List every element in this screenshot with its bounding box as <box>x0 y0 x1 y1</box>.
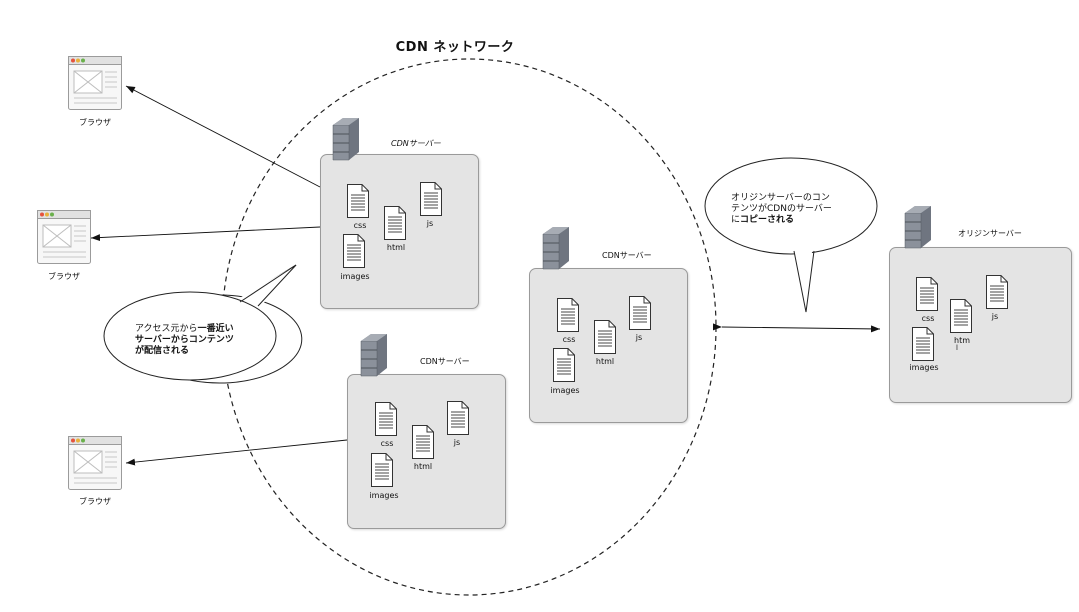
copy-arrow <box>712 323 881 333</box>
server-icon <box>903 205 933 249</box>
server-icon <box>331 117 361 161</box>
browser-window-icon-3 <box>68 436 122 490</box>
browser-label-1: ブラウザ <box>79 118 111 127</box>
bubble-left-line3: が配信される <box>135 346 190 356</box>
file-label-js: js <box>635 333 643 342</box>
file-js-icon <box>986 275 1008 309</box>
file-label-html-truncated: htm <box>954 336 970 345</box>
cdn-server-label-3: CDNサーバー <box>420 357 470 366</box>
bubble-left-line1-normal: アクセス元から <box>135 324 198 334</box>
bubble-left-line2: サーバーからコンテンツ <box>135 335 234 345</box>
delivery-arrow-middle <box>90 226 321 242</box>
file-label-js: js <box>426 219 434 228</box>
file-html-icon <box>950 299 972 333</box>
bubble-right-line1: オリジンサーバーのコン <box>731 193 830 203</box>
file-label-html: html <box>386 243 406 252</box>
file-label-js: js <box>453 438 461 447</box>
file-label-css: css <box>380 439 394 448</box>
file-images-icon <box>912 327 934 361</box>
bubble-right-line3-bold: コピーされる <box>740 215 795 225</box>
bubble-right-line3-normal: に <box>731 215 741 225</box>
file-js-icon <box>629 296 651 330</box>
browser-label-3: ブラウザ <box>79 497 111 506</box>
network-title: CDN ネットワーク <box>395 40 515 55</box>
file-images-icon <box>343 234 365 268</box>
bubble-right-text: オリジンサーバーのコン テンツがCDNのサーバー にコピーされる <box>731 193 832 226</box>
file-html-icon <box>412 425 434 459</box>
file-label-images: images <box>369 491 399 500</box>
bubble-left-line1-bold: 一番近い <box>197 324 234 334</box>
file-label-images: images <box>550 386 580 395</box>
file-html-icon <box>594 320 616 354</box>
file-css-icon <box>375 402 397 436</box>
file-css-icon <box>347 184 369 218</box>
bubble-right-line2: テンツがCDNのサーバー <box>731 204 832 214</box>
file-label-html: html <box>595 357 615 366</box>
file-label-images: images <box>340 272 370 281</box>
file-label-html-truncated-tail: l <box>956 344 958 352</box>
file-label-css: css <box>921 314 935 323</box>
file-js-icon <box>447 401 469 435</box>
browser-window-icon-1 <box>68 56 122 110</box>
cdn-server-label-2: CDNサーバー <box>602 251 652 260</box>
origin-server-box <box>889 247 1072 403</box>
delivery-arrow-bottom <box>125 439 348 466</box>
file-label-html: html <box>413 462 433 471</box>
bubble-left-text: アクセス元から一番近い サーバーからコンテンツ が配信される <box>135 324 234 357</box>
file-label-css: css <box>562 335 576 344</box>
origin-server-label: オリジンサーバー <box>958 229 1022 238</box>
browser-label-2: ブラウザ <box>48 272 80 281</box>
server-icon <box>541 226 571 270</box>
file-label-images: images <box>909 363 939 372</box>
cdn-server-label-1: CDNサーバー <box>391 139 441 148</box>
file-css-icon <box>557 298 579 332</box>
speech-bubble-right <box>704 157 878 255</box>
server-icon <box>359 333 389 377</box>
browser-window-icon-2 <box>37 210 91 264</box>
file-images-icon <box>371 453 393 487</box>
delivery-arrow-top <box>125 85 321 188</box>
file-label-css: css <box>353 221 367 230</box>
file-html-icon <box>384 206 406 240</box>
file-js-icon <box>420 182 442 216</box>
file-images-icon <box>553 348 575 382</box>
file-css-icon <box>916 277 938 311</box>
file-label-js: js <box>991 312 999 321</box>
